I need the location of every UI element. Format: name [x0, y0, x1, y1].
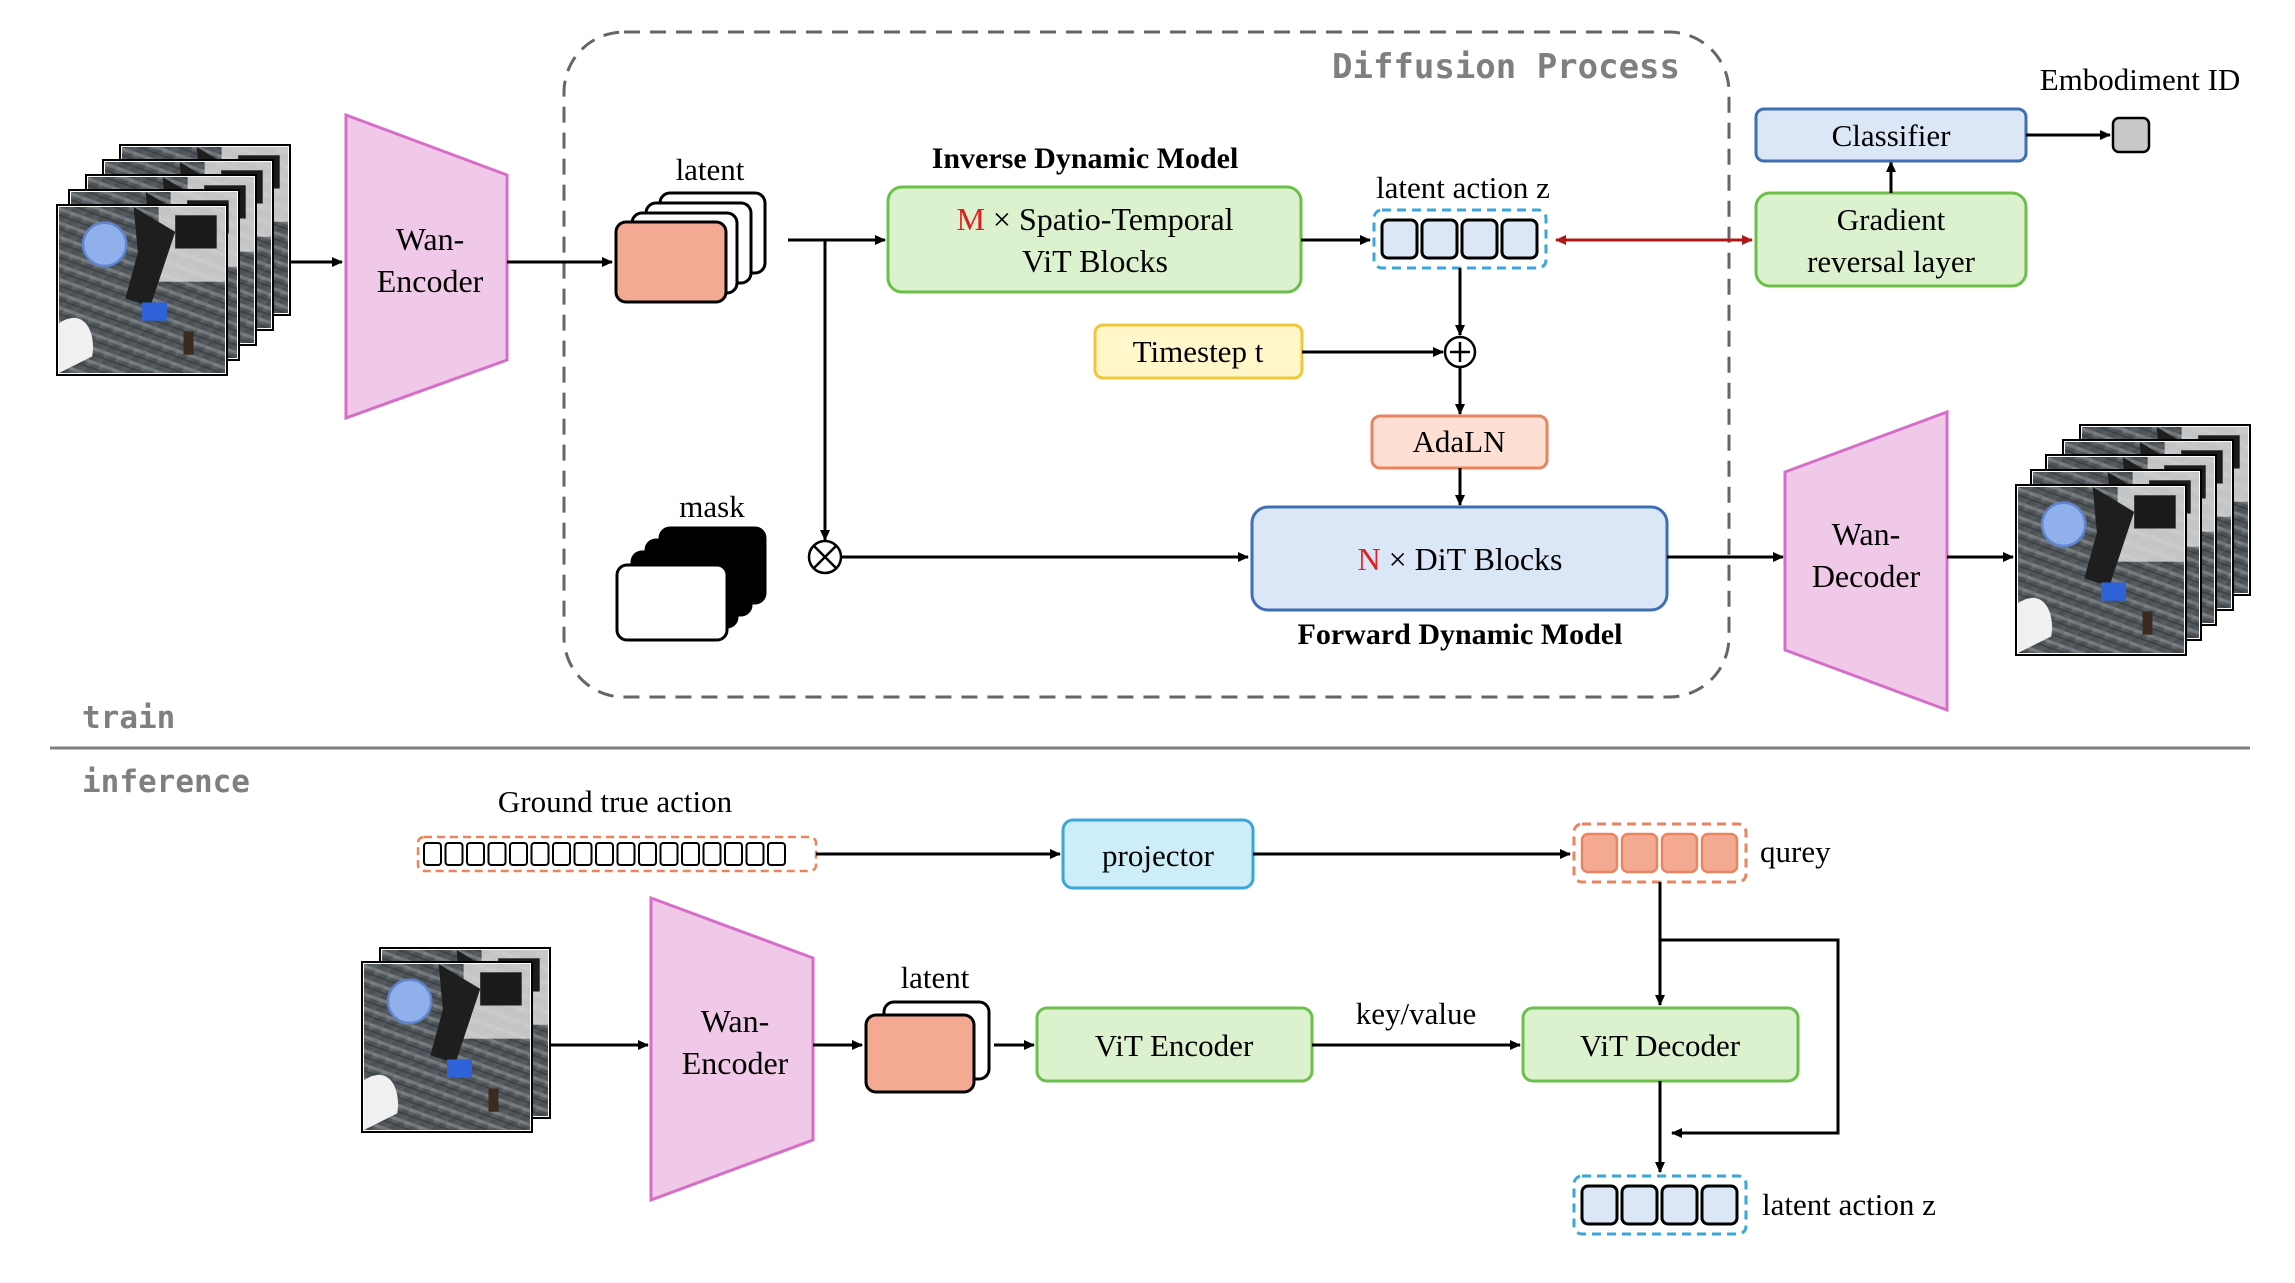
mask-label: mask — [679, 489, 745, 524]
train-latent-label: latent — [676, 152, 745, 187]
embodiment-id-label: Embodiment ID — [2040, 62, 2241, 97]
dit-text: × DiT Blocks — [1389, 541, 1563, 577]
inference-latent-action-label: latent action z — [1762, 1187, 1936, 1222]
diffusion-process-label: Diffusion Process — [1332, 47, 1680, 87]
inference-input-frames — [361, 947, 551, 1133]
key-value-label: key/value — [1356, 996, 1477, 1031]
query-tokens — [1580, 832, 1739, 874]
gt-action-token — [552, 842, 571, 866]
train-wan-encoder — [344, 112, 509, 421]
mask-stack — [615, 526, 767, 642]
train-latent-stack — [614, 191, 767, 304]
projector-label: projector — [1102, 838, 1215, 873]
gt-action-token — [423, 842, 442, 866]
grl-label-1: Gradient — [1837, 202, 1946, 237]
gt-action-token — [595, 842, 614, 866]
gt-action-token — [638, 842, 657, 866]
gt-action-token — [487, 842, 507, 866]
diffusion-process-container — [562, 30, 1731, 699]
idm-block-text-2: ViT Blocks — [1022, 243, 1168, 279]
grl-label-2: reversal layer — [1807, 244, 1975, 279]
inference-encoder-label-1: Wan- — [701, 1003, 770, 1039]
query-label: qurey — [1760, 834, 1831, 869]
gt-action-token — [573, 842, 593, 866]
train-section-label: train — [82, 700, 175, 736]
vit-encoder-label: ViT Encoder — [1095, 1028, 1254, 1063]
gt-action-token — [724, 842, 743, 866]
train-latent-action-tokens — [1380, 218, 1539, 260]
gt-action-token — [530, 842, 550, 866]
train-input-frames — [56, 144, 291, 376]
idm-title: Inverse Dynamic Model — [932, 142, 1239, 175]
decoder-label-1: Wan- — [1832, 516, 1901, 552]
decoder-label-2: Decoder — [1812, 558, 1921, 594]
train-output-frames — [2015, 424, 2251, 656]
adaln-label: AdaLN — [1413, 424, 1506, 459]
gt-action-token — [444, 842, 464, 866]
idm-block-line-1: M × Spatio-Temporal — [956, 201, 1233, 237]
dit-line: N × DiT Blocks — [1357, 541, 1562, 577]
gt-action-token — [702, 842, 722, 866]
gt-action-token — [681, 842, 700, 866]
train-encoder-label-1: Wan- — [396, 221, 465, 257]
gt-action-token — [509, 842, 528, 866]
train-wan-decoder — [1783, 409, 1949, 713]
gt-action-token — [616, 842, 636, 866]
train-latent-action-label: latent action z — [1376, 170, 1550, 205]
inference-latent-action-tokens — [1580, 1184, 1739, 1226]
gt-action-token — [745, 842, 765, 866]
inference-encoder-label-2: Encoder — [682, 1045, 789, 1081]
gt-action-token — [767, 842, 786, 866]
gt-action-token — [659, 842, 679, 866]
inference-latent-stack — [864, 1000, 991, 1094]
idm-block-prefix: M — [956, 201, 984, 237]
timestep-label: Timestep t — [1133, 334, 1264, 369]
gt-action-label: Ground true action — [498, 784, 733, 819]
arrow-query-residual-loop — [1660, 938, 1840, 1138]
fdm-title: Forward Dynamic Model — [1298, 618, 1623, 651]
classifier-label: Classifier — [1832, 118, 1951, 153]
gt-action-token — [466, 842, 485, 866]
idm-block-text-1: × Spatio-Temporal — [993, 201, 1234, 237]
inference-latent-label: latent — [901, 960, 970, 995]
embodiment-id-token — [2111, 116, 2151, 154]
inference-latent-action-container — [1572, 1174, 1748, 1236]
train-encoder-label-2: Encoder — [377, 263, 484, 299]
inference-wan-encoder — [649, 895, 815, 1203]
gt-action-tokens — [423, 842, 786, 866]
inference-section-label: inference — [82, 764, 250, 800]
dit-prefix: N — [1357, 541, 1380, 577]
vit-decoder-label: ViT Decoder — [1580, 1028, 1741, 1063]
